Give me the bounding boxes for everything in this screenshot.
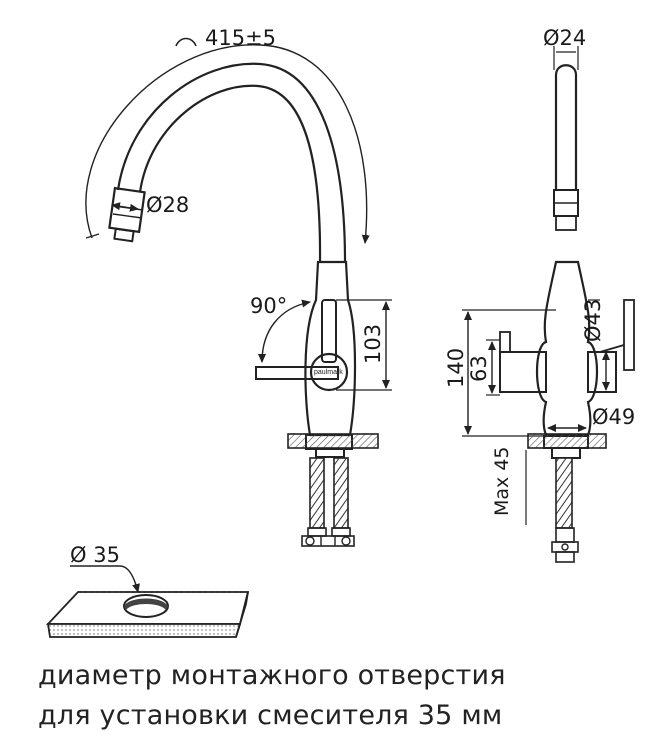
- arc-symbol: [175, 37, 197, 47]
- front-hose: [555, 457, 573, 529]
- max-thickness-label: Max 45: [491, 447, 513, 517]
- spout-outer: [116, 62, 347, 263]
- lever-stem: [321, 299, 337, 363]
- swivel-angle-label: 90°: [250, 294, 287, 318]
- front-handle-left: [499, 351, 547, 393]
- aerator-diameter-label: Ø28: [146, 193, 189, 217]
- spout-diameter-label: Ø24: [543, 26, 586, 50]
- front-view: [462, 46, 635, 563]
- lever-handle: [255, 366, 339, 380]
- hole-leader: [70, 565, 140, 593]
- front-handle-right: [587, 351, 617, 393]
- body-diameter-label: Ø43: [581, 299, 605, 342]
- front-spout: [554, 64, 578, 190]
- hole-diameter-label: Ø 35: [70, 543, 120, 567]
- lever-height-label: 103: [361, 324, 385, 364]
- lever-hub: [309, 352, 349, 392]
- handle-height-label: 63: [467, 355, 491, 382]
- caption-line-2: для установки смесителя 35 мм: [38, 700, 503, 731]
- brand-logo: paulmark: [314, 369, 343, 376]
- countertop-section: [287, 433, 379, 449]
- front-body: [536, 260, 598, 437]
- countertop-front: [46, 623, 242, 638]
- mounting-hole-diagram: [45, 565, 250, 638]
- base-diameter-label: Ø49: [592, 405, 635, 429]
- spout-inner: [138, 84, 322, 263]
- side-view: [85, 37, 392, 547]
- caption-line-1: диаметр монтажного отверстия: [38, 660, 506, 691]
- total-height-label: 140: [444, 348, 468, 388]
- hose-left: [309, 457, 325, 529]
- reach-label: 415±5: [205, 26, 276, 50]
- front-countertop: [527, 433, 607, 449]
- faucet-body: [304, 260, 357, 437]
- reach-arc: [85, 44, 370, 244]
- hose-right: [333, 457, 349, 529]
- swivel-arc: [258, 299, 311, 363]
